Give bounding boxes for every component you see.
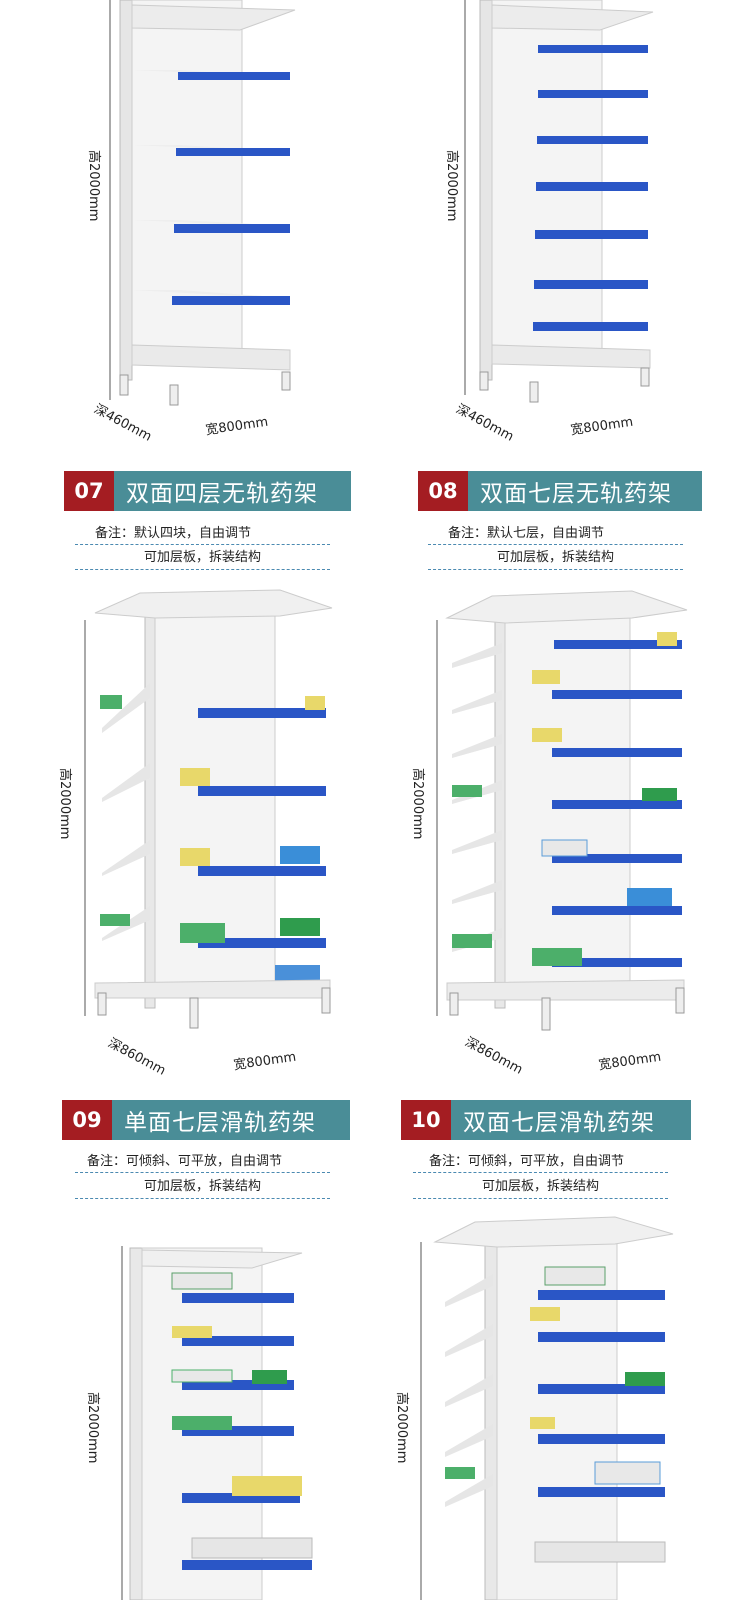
product-title: 双面七层滑轨药架 <box>451 1100 691 1140</box>
shelf-image-09 <box>121 1246 313 1600</box>
product-note: 备注：默认四块，自由调节 <box>75 523 330 545</box>
product-title: 双面七层无轨药架 <box>468 471 702 511</box>
width-label: 宽800mm <box>232 1049 298 1074</box>
product-07-header: 07 双面四层无轨药架 <box>64 471 351 511</box>
product-note: 备注：默认七层，自由调节 <box>428 523 683 545</box>
product-number: 08 <box>418 471 468 511</box>
product-note: 可加层板，拆装结构 <box>428 547 683 570</box>
depth-label: 深860mm <box>105 1035 169 1079</box>
product-title: 双面四层无轨药架 <box>114 471 351 511</box>
product-number: 09 <box>62 1100 112 1140</box>
product-note: 备注：可倾斜，可平放，自由调节 <box>413 1151 668 1173</box>
product-note: 可加层板，拆装结构 <box>75 547 330 570</box>
shelf-image-08 <box>436 590 688 1031</box>
height-label: 高2000mm <box>394 1392 409 1464</box>
height-label: 高2000mm <box>410 768 425 840</box>
shelf-image-single-seven <box>464 0 654 403</box>
height-label: 高2000mm <box>444 150 459 222</box>
product-note: 可加层板，拆装结构 <box>413 1176 668 1199</box>
shelf-image-07 <box>84 589 333 1029</box>
product-10-header: 10 双面七层滑轨药架 <box>401 1100 691 1140</box>
product-09-header: 09 单面七层滑轨药架 <box>62 1100 350 1140</box>
product-number: 10 <box>401 1100 451 1140</box>
depth-label: 深860mm <box>462 1034 526 1078</box>
product-title: 单面七层滑轨药架 <box>112 1100 350 1140</box>
product-08-header: 08 双面七层无轨药架 <box>418 471 702 511</box>
height-label: 高2000mm <box>86 150 101 222</box>
product-note: 备注：可倾斜、可平放，自由调节 <box>75 1151 330 1173</box>
height-label: 高2000mm <box>57 768 72 840</box>
product-number: 07 <box>64 471 114 511</box>
width-label: 宽800mm <box>597 1049 663 1074</box>
shelf-image-single-four <box>109 0 296 406</box>
product-note: 可加层板，拆装结构 <box>75 1176 330 1199</box>
shelf-image-10 <box>420 1216 674 1600</box>
height-label: 高2000mm <box>85 1392 100 1464</box>
